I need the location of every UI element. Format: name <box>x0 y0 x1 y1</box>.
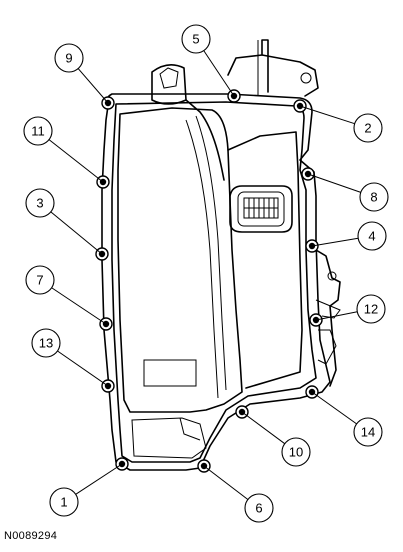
callout-label: 6 <box>255 501 262 516</box>
callout-2: 2 <box>353 113 383 143</box>
callout-leader-10 <box>241 411 286 445</box>
bolts <box>95 89 323 473</box>
cover-outline <box>101 93 331 471</box>
callout-10: 10 <box>281 437 311 467</box>
callout-leader-3 <box>50 211 103 255</box>
callout-3: 3 <box>25 188 55 218</box>
callout-leader-7 <box>51 287 107 325</box>
callout-label: 14 <box>361 425 375 440</box>
callout-leader-8 <box>307 173 361 193</box>
callout-leader-1 <box>75 463 123 495</box>
callout-12: 12 <box>356 294 386 324</box>
callout-leader-14 <box>311 391 357 425</box>
callout-leader-6 <box>203 465 249 500</box>
callout-6: 6 <box>244 493 274 523</box>
callout-label: 10 <box>289 445 303 460</box>
callout-label: 9 <box>65 51 72 66</box>
callout-leader-5 <box>203 50 235 97</box>
cover-panels <box>117 107 303 459</box>
figure-id: N0089294 <box>4 530 58 542</box>
callout-leader-9 <box>77 68 109 104</box>
callout-7: 7 <box>25 265 55 295</box>
callout-label: 11 <box>31 124 45 139</box>
callout-14: 14 <box>353 417 383 447</box>
callout-label: 8 <box>370 190 377 205</box>
callout-label: 5 <box>192 32 199 47</box>
electrical-connector <box>229 185 293 233</box>
callout-label: 2 <box>364 121 371 136</box>
callout-label: 3 <box>36 196 43 211</box>
upper-housing <box>227 39 319 97</box>
callout-leader-2 <box>299 105 355 125</box>
callout-label: 4 <box>368 229 375 244</box>
callout-leader-12 <box>315 311 358 321</box>
callout-leader-4 <box>311 237 359 247</box>
callout-label: 7 <box>36 273 43 288</box>
callout-label: 13 <box>39 336 53 351</box>
callout-label: 12 <box>364 302 378 317</box>
callout-label: 1 <box>60 495 67 510</box>
callout-13: 13 <box>31 328 61 358</box>
callout-1: 1 <box>49 487 79 517</box>
callout-4: 4 <box>357 221 387 251</box>
callout-leader-13 <box>57 350 109 387</box>
harness-tube <box>151 64 225 181</box>
side-bracket <box>315 249 341 387</box>
callout-11: 11 <box>23 116 53 146</box>
callout-leader-11 <box>48 139 104 183</box>
callout-9: 9 <box>54 43 84 73</box>
callout-8: 8 <box>359 182 389 212</box>
callout-5: 5 <box>181 24 211 54</box>
